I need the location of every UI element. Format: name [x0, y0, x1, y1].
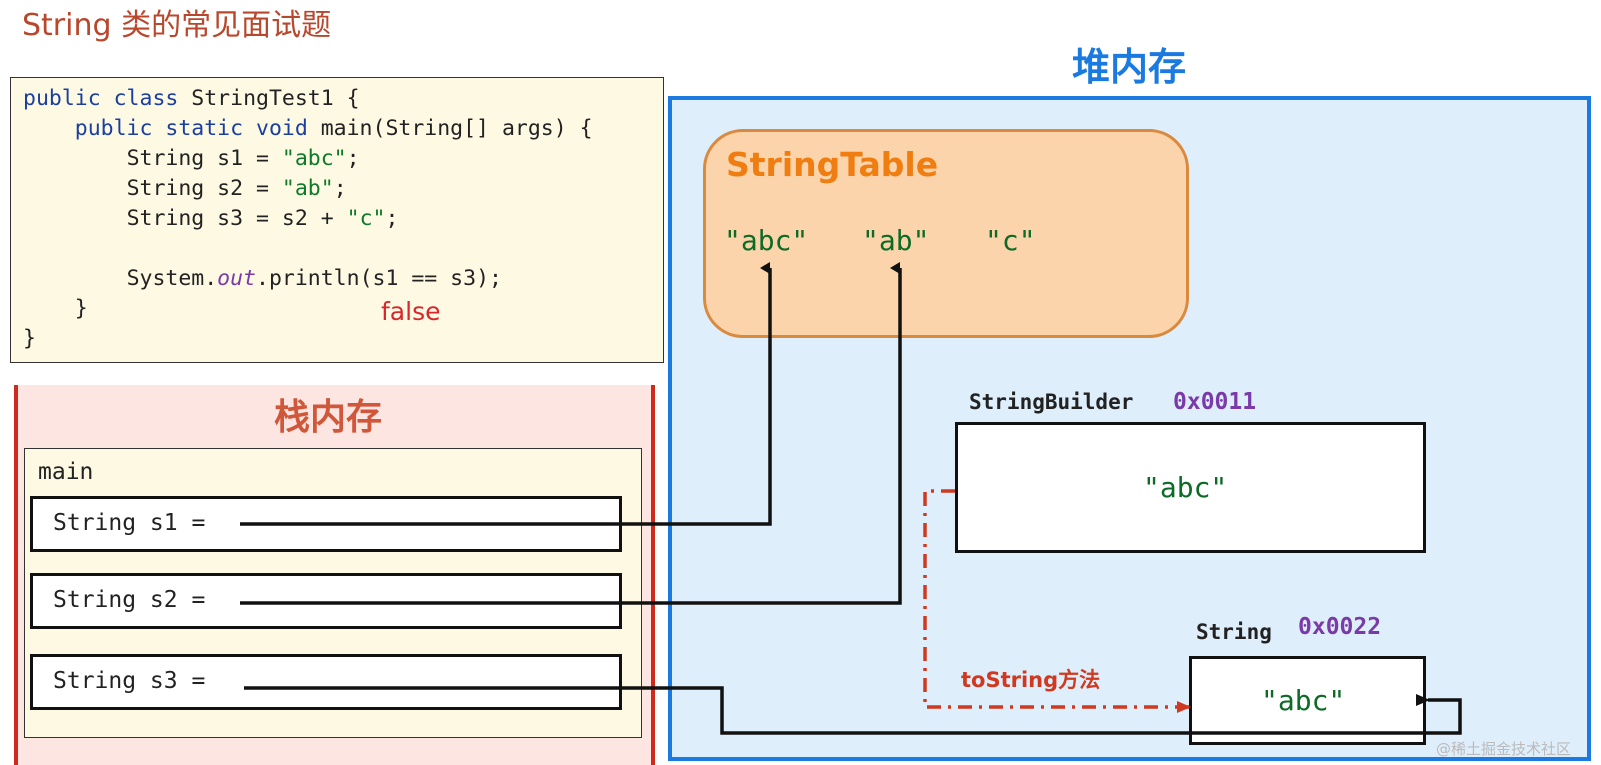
code-line-5-pre: String s3 = s2 +	[126, 206, 347, 231]
code-line-7: }	[74, 296, 88, 321]
code-line-4-post: ;	[333, 176, 347, 201]
string-table-title: StringTable	[726, 145, 939, 184]
watermark: @稀土掘金技术社区	[1436, 740, 1572, 758]
tostring-method-label: toString方法	[961, 668, 1101, 692]
code-line-3-post: ;	[346, 146, 360, 171]
code-line-3-pre: String s1 =	[126, 146, 282, 171]
code-line-6-post: .println(s1 == s3);	[256, 266, 502, 291]
string-object-type-label: String	[1196, 620, 1272, 644]
code-line-2-rest: main(String[] args) {	[307, 116, 593, 141]
result-label: false	[381, 297, 441, 326]
pool-literal-abc: "abc"	[724, 224, 809, 257]
code-line-1-keywords: public class	[23, 86, 179, 111]
var-s2-label: String s2 =	[53, 587, 206, 613]
code-line-6-field: out	[217, 266, 257, 291]
string-object	[1189, 656, 1426, 745]
stringbuilder-object	[955, 422, 1426, 553]
code-line-8: }	[23, 326, 36, 351]
stringbuilder-value: "abc"	[1143, 471, 1228, 504]
code-line-2-keywords: public static void	[74, 116, 308, 141]
var-s1-label: String s1 =	[53, 510, 206, 536]
code-line-3-string: "abc"	[281, 146, 347, 171]
main-frame-label: main	[38, 459, 94, 485]
var-s2-slot: String s2 =	[30, 573, 622, 629]
string-table-pool	[703, 129, 1189, 338]
code-line-5-string: "c"	[346, 206, 386, 231]
s2-to-ab-arrow	[240, 262, 902, 605]
code-block: public class StringTest1 { public static…	[10, 77, 664, 363]
pool-literal-c: "c"	[985, 224, 1036, 257]
code-text: public class StringTest1 { public static…	[23, 84, 593, 354]
heap-memory-title: 堆内存	[1072, 45, 1187, 89]
string-object-address: 0x0022	[1298, 614, 1382, 640]
stringbuilder-address: 0x0011	[1173, 389, 1257, 415]
code-line-5-post: ;	[385, 206, 399, 231]
var-s3-slot: String s3 =	[30, 654, 622, 710]
code-line-6-pre: System.	[126, 266, 218, 291]
code-line-4-string: "ab"	[281, 176, 334, 201]
var-s1-slot: String s1 =	[30, 496, 622, 552]
pool-literal-ab: "ab"	[862, 224, 930, 257]
code-line-4-pre: String s2 =	[126, 176, 282, 201]
var-s3-label: String s3 =	[53, 668, 206, 694]
tostring-dashed-arrow	[923, 489, 1191, 713]
page-title: String 类的常见面试题	[22, 8, 332, 43]
string-object-value: "abc"	[1261, 684, 1346, 717]
code-line-1-rest: StringTest1 {	[178, 86, 360, 111]
stringbuilder-type-label: StringBuilder	[969, 390, 1134, 414]
stack-memory-title: 栈内存	[274, 397, 383, 438]
s3-to-string-arrow	[244, 686, 1462, 735]
s1-to-abc-arrow	[240, 262, 772, 526]
